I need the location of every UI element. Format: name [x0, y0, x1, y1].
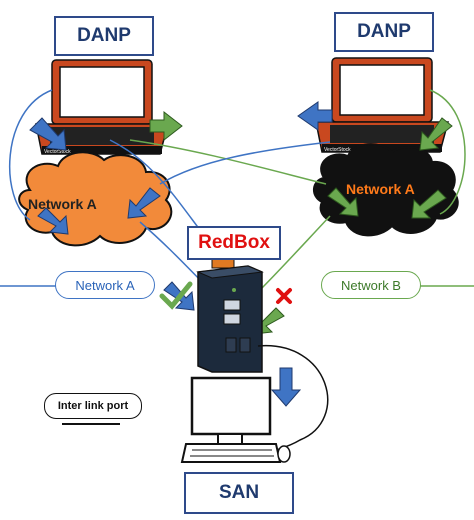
interlink-port-legend: Inter link port	[44, 393, 142, 419]
cloud-network-b-label: Network A	[346, 181, 415, 197]
redbox-device	[196, 257, 264, 373]
link-left-laptop-to-cloud-b	[129, 139, 327, 185]
laptop-brand-label: VectorStock	[44, 149, 71, 155]
arrow-green-left-right	[149, 110, 183, 142]
link-right-laptop-to-cloud-a	[159, 141, 331, 185]
arrow-blue-right-left	[297, 101, 333, 131]
link-laptop-left-to-redbox	[109, 139, 201, 231]
check-icon	[159, 281, 193, 310]
arrow-green-cloud-b-1	[327, 187, 359, 217]
danp-right-label: DANP	[334, 12, 434, 52]
network-b-pill: Network B	[321, 271, 421, 299]
loop-left-blue	[8, 89, 53, 221]
arrow-green-right-down	[419, 117, 453, 151]
loop-right-green	[429, 89, 466, 215]
link-cloud-b-to-redbox	[257, 215, 331, 293]
arrow-blue-cloud-a-1	[37, 207, 69, 235]
redbox-label: RedBox	[187, 226, 281, 260]
arrow-blue-down-to-san	[270, 367, 302, 407]
arrow-green-cloud-b-2	[411, 189, 447, 219]
san-label: SAN	[184, 472, 294, 514]
san-computer	[180, 376, 291, 463]
arrow-blue-left-down	[29, 117, 67, 151]
laptop-brand-label: VectorStock	[324, 147, 351, 153]
cloud-network-a-label: Network A	[28, 196, 97, 212]
arrow-blue-cloud-a-2	[127, 187, 161, 219]
danp-left-label: DANP	[54, 16, 154, 56]
laptop-right	[315, 57, 449, 153]
cross-icon	[276, 288, 292, 304]
laptop-left	[35, 59, 169, 155]
network-a-pill: Network A	[55, 271, 155, 299]
